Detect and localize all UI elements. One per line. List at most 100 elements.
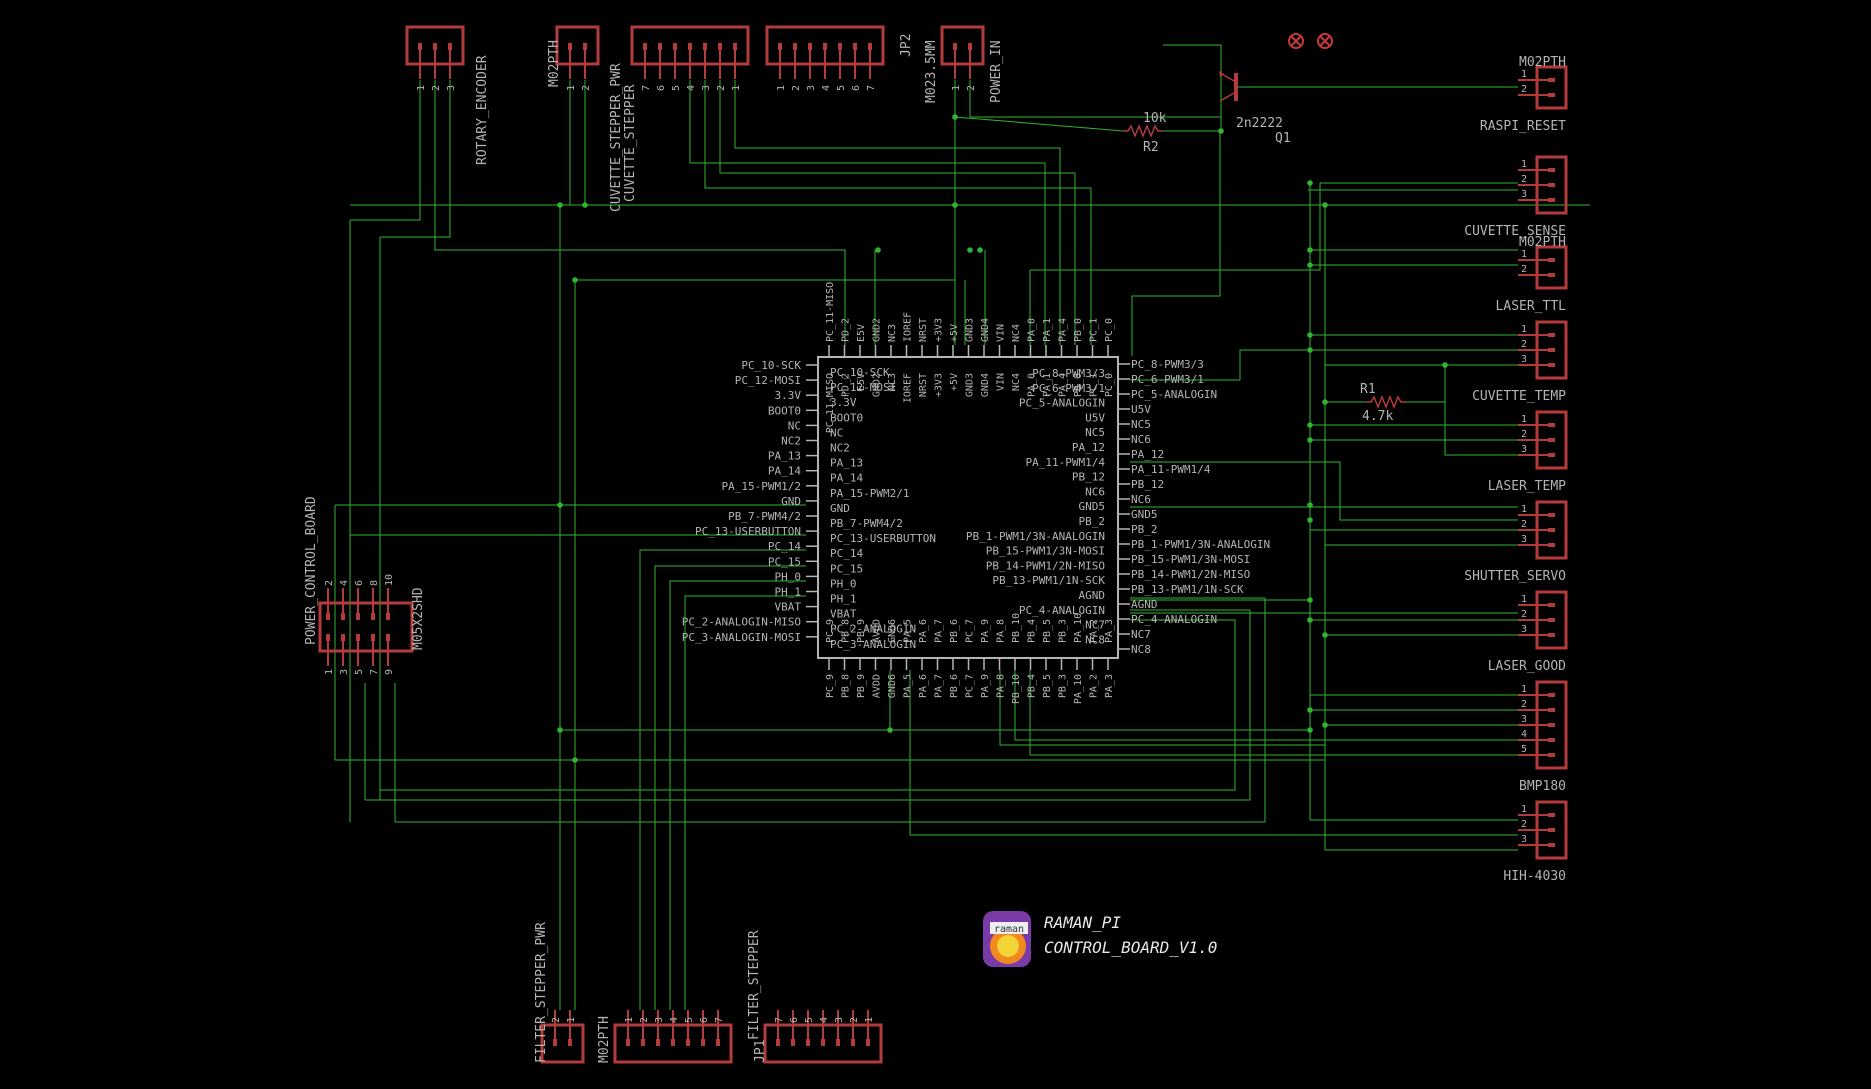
junction-dot [977, 247, 983, 253]
mcu-pin-label-inner: PA_10 [1073, 613, 1084, 643]
connector-pin-number: 2 [1521, 264, 1527, 275]
junction-dot [1322, 399, 1328, 405]
mcu-pin-label: PA_11-PWM1/4 [1131, 463, 1211, 476]
connector-pin-head [703, 43, 707, 50]
connector-pin-number: 1 [864, 1017, 875, 1023]
mcu-pin-label: PB_0 [1073, 318, 1084, 342]
connector-pin-number: 1 [324, 669, 335, 675]
connector-pin-number: 3 [1521, 444, 1527, 455]
wire-segment [719, 80, 1076, 345]
connector-pin-number: 7 [774, 1017, 785, 1023]
mcu-pin-label: PA_4 [1058, 318, 1069, 342]
mcu-pin-label: PB_15-PWM1/3N-MOSI [1131, 553, 1250, 566]
connector-part: M02PTH [547, 40, 562, 87]
mcu-pin-label: PA_13 [768, 450, 801, 463]
wire-segment [704, 80, 1092, 345]
wire-segment [1130, 461, 1518, 521]
connector-pin-head [1548, 93, 1555, 97]
resistor-name: R2 [1143, 140, 1159, 155]
mcu-pin-label-inner: PB_8 [841, 619, 852, 643]
raman-logo-icon [990, 922, 1028, 934]
mcu-pin-label: PA_8 [996, 674, 1007, 698]
wires [334, 44, 1590, 1010]
mcu-pin-label-inner: PA_15-PWM2/1 [830, 487, 909, 500]
junction-dot [1307, 597, 1313, 603]
wire-segment [365, 610, 1251, 801]
connector-pin-head [1548, 438, 1555, 442]
mcu-pin-label-inner: NC8 [1085, 633, 1105, 646]
wire-segment [1444, 402, 1518, 456]
transistor-value: 2n2222 [1236, 116, 1283, 131]
mcu-pin-label-inner: PC_8-PWM3/3 [1032, 367, 1105, 380]
mcu-pin-label-inner: PA_8 [996, 619, 1007, 643]
connector-pin-head [433, 43, 437, 50]
connector-pin-head [808, 43, 812, 50]
mcu-pin-label: NC5 [1131, 418, 1151, 431]
connector-pin-number: 1 [731, 85, 742, 91]
connector-pin-number: 3 [806, 85, 817, 91]
mcu-pin-label-inner: BOOT0 [830, 411, 863, 424]
connector-pin-head [1548, 183, 1555, 187]
connector-pin-number: 1 [1521, 69, 1527, 80]
mcu-pin-label-inner: NC6 [1085, 485, 1105, 498]
mcu-pin-label: PC_7 [965, 674, 976, 698]
connector-pin-number: 3 [654, 1017, 665, 1023]
mcu-pin-label-inner: PB_0 [1073, 373, 1084, 397]
mcu-pin-label: PA_3 [1104, 674, 1115, 698]
connector-pin-head [791, 1039, 795, 1046]
connector-pin-head [1548, 528, 1555, 532]
connector-pin-number: 3 [339, 669, 350, 675]
mcu-pin-label-inner: NC [830, 426, 843, 439]
junction-dot [1307, 180, 1313, 186]
connector-pin-head [866, 1039, 870, 1046]
mcu-pin-label-inner: PB_5 [1042, 619, 1053, 643]
connector-label: SHUTTER_SERVO [1464, 569, 1566, 584]
mcu-pin-label-inner: PH_1 [830, 593, 857, 606]
mcu-pin-label-inner: PA_1 [1042, 373, 1053, 397]
mcu-pin-label-inner: PA_5 [903, 619, 914, 643]
connector-part: M05X2SHD [411, 587, 426, 650]
junction-dot [1307, 347, 1313, 353]
mcu-pin-label-inner: GND3 [965, 373, 976, 397]
connector-body [1535, 245, 1568, 290]
mcu-pin-label-inner: PB_13-PWM1/1N-SCK [992, 574, 1105, 587]
mcu-pin-label: PA_14 [768, 465, 801, 478]
connector-pin-number: 1 [776, 85, 787, 91]
junction-dot [557, 502, 563, 508]
connector-pin-head [1548, 693, 1555, 697]
connector-pin-head [371, 613, 375, 620]
x-mark-icon [1290, 35, 1302, 47]
junction-dot [1307, 422, 1313, 428]
connector-pin-head [853, 43, 857, 50]
mcu-pin-label-inner: PA_7 [934, 619, 945, 643]
connector-pin-head [1548, 78, 1555, 82]
mcu-pin-label: +3V3 [934, 318, 945, 342]
junction-dot [875, 247, 881, 253]
connector-pin-number: 10 [384, 574, 395, 586]
connector-pin-number: 6 [699, 1017, 710, 1023]
mcu-pin-label: PB_6 [949, 674, 960, 698]
connector-pin-number: 1 [1521, 159, 1527, 170]
connector-pin-head [806, 1039, 810, 1046]
mcu-pin-label: VBAT [775, 601, 802, 614]
mcu-pin-label-inner: PD_2 [841, 373, 852, 397]
connector-pin-number: 2 [1521, 519, 1527, 530]
connector-pin-number: 1 [951, 85, 962, 91]
junction-dot [557, 202, 563, 208]
mcu-pin-label: NC7 [1131, 628, 1151, 641]
connector-pin-head [851, 1039, 855, 1046]
connector-pin-number: 3 [1521, 354, 1527, 365]
connector-pin-number: 1 [1521, 804, 1527, 815]
connector-pin-head [1548, 168, 1555, 172]
connector-pin-number: 2 [1521, 429, 1527, 440]
connector-pin-number: 8 [369, 580, 380, 586]
connector-pin-number: 5 [804, 1017, 815, 1023]
mcu-pin-label-inner: +3V3 [934, 373, 945, 397]
connector-pin-head [553, 1039, 557, 1046]
connector-pin-head [838, 43, 842, 50]
connector-pin-number: 1 [1521, 684, 1527, 695]
resistor-value: 4.7k [1362, 409, 1393, 424]
mcu-pin-label-inner: PC_15 [830, 562, 863, 575]
connector-pin-head [968, 43, 972, 50]
wire-segment [734, 80, 1061, 345]
